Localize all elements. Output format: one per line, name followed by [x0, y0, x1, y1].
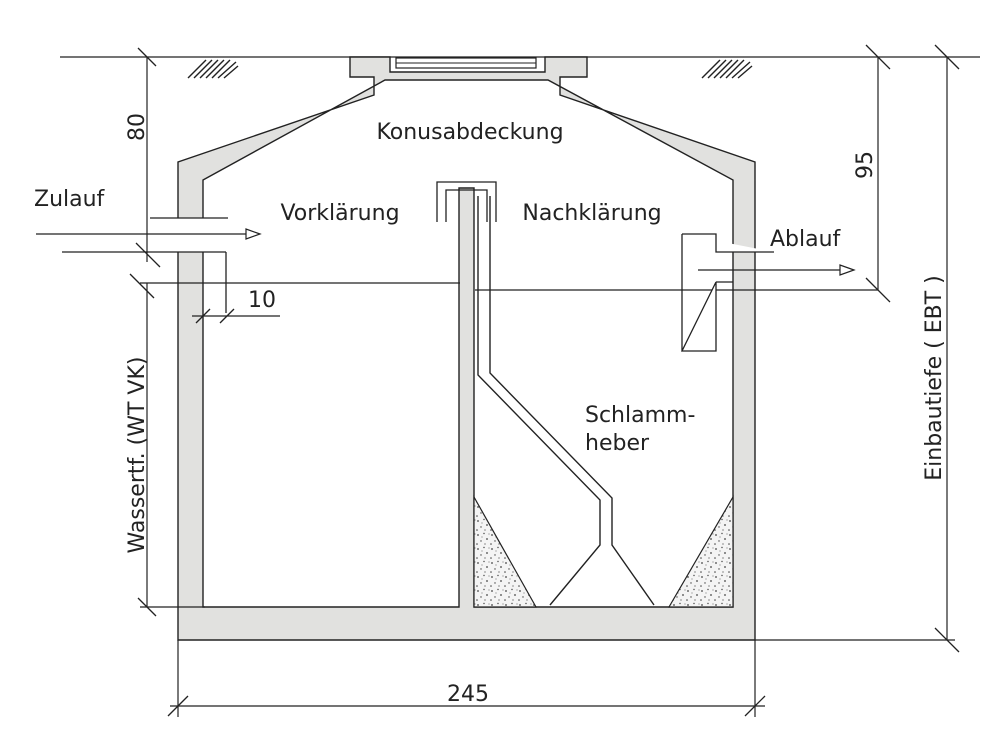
dim-wall-thickness: 10 [248, 288, 276, 313]
label-cover: Konusabdeckung [376, 120, 563, 145]
label-primary-chamber: Vorklärung [280, 201, 399, 226]
label-sludge-lifter-2: heber [585, 431, 650, 456]
soil-hatch-left [187, 59, 239, 79]
label-sludge-lifter-1: Schlamm- [585, 403, 695, 428]
sludge-lifter-pipe [477, 196, 655, 606]
sludge-slope-left [473, 494, 538, 608]
label-secondary-chamber: Nachklärung [522, 201, 661, 226]
dim-outlet-depth: 95 [853, 151, 878, 179]
dim-cover-depth: 80 [125, 113, 150, 141]
dim-install-depth: Einbautiefe ( EBT ) [922, 275, 947, 480]
soil-hatch-right [701, 59, 753, 79]
dim-width: 245 [447, 682, 489, 707]
siphon-cap [436, 181, 497, 222]
label-outlet: Ablauf [770, 227, 842, 252]
sludge-slope-right [667, 494, 734, 608]
outlet-tee [680, 233, 774, 352]
dim-water-depth: Wassertf. (WT VK) [125, 357, 150, 554]
label-inlet: Zulauf [34, 187, 106, 212]
